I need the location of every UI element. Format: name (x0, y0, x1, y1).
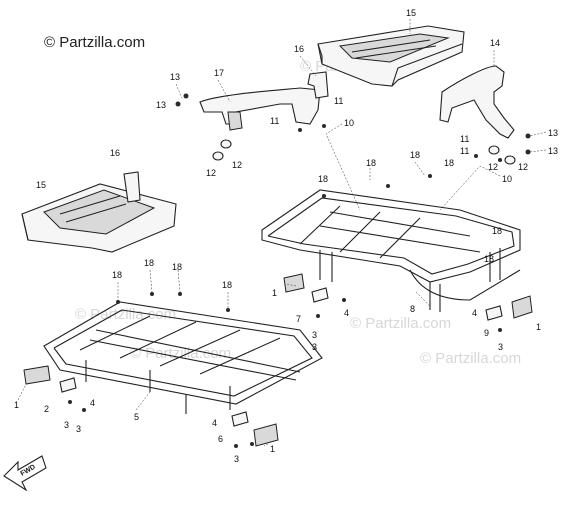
callout-6: 6 (218, 434, 223, 444)
fwd-arrow-icon: FWD (3, 455, 47, 492)
callout-12: 12 (518, 162, 528, 172)
watermark-faint: © Partzilla.com (420, 350, 522, 367)
callout-4: 4 (344, 308, 349, 318)
rack-lower (43, 301, 323, 414)
callout-10: 10 (502, 174, 512, 184)
callout-15: 15 (406, 8, 416, 18)
callout-13: 13 (548, 128, 558, 138)
callout-numbers: 15 16 17 13 13 11 11 10 12 12 14 13 13 1… (14, 8, 558, 464)
callout-13: 13 (548, 146, 558, 156)
callout-13: 13 (156, 100, 166, 110)
callout-3: 3 (498, 342, 503, 352)
reflectors (23, 273, 533, 447)
callout-16: 16 (294, 44, 304, 54)
callout-18: 18 (172, 262, 182, 272)
cargo-cover-left (21, 183, 177, 253)
callout-1: 1 (272, 288, 277, 298)
callout-18: 18 (484, 254, 494, 264)
callout-17: 17 (214, 68, 224, 78)
callout-7: 7 (296, 314, 301, 324)
bracket-top-left (199, 87, 321, 131)
callout-1: 1 (536, 322, 541, 332)
watermark-faint: © Partzilla.com (130, 345, 232, 362)
callout-18: 18 (112, 270, 122, 280)
callout-3: 3 (234, 454, 239, 464)
callout-18: 18 (366, 158, 376, 168)
callout-14: 14 (490, 38, 500, 48)
callout-18: 18 (222, 280, 232, 290)
watermark-faint: © Partzilla.com (75, 306, 177, 323)
bracket-small-left (123, 171, 141, 203)
callout-4: 4 (212, 418, 217, 428)
rack-upper (261, 189, 521, 312)
callout-12: 12 (232, 160, 242, 170)
callout-15: 15 (36, 180, 46, 190)
callout-18: 18 (410, 150, 420, 160)
callout-18: 18 (492, 226, 502, 236)
callout-1: 1 (270, 444, 275, 454)
callout-11: 11 (334, 96, 343, 106)
callout-2: 2 (44, 404, 49, 414)
callout-12: 12 (488, 162, 498, 172)
callout-3: 3 (76, 424, 81, 434)
callout-1: 1 (14, 400, 19, 410)
callout-11: 11 (460, 146, 469, 156)
callout-18: 18 (318, 174, 328, 184)
callout-18: 18 (144, 258, 154, 268)
callout-9: 9 (484, 328, 489, 338)
callout-3: 3 (64, 420, 69, 430)
callout-16: 16 (110, 148, 120, 158)
mount-brackets (59, 287, 503, 427)
callout-10: 10 (344, 118, 354, 128)
callout-12: 12 (206, 168, 216, 178)
callout-5: 5 (134, 412, 139, 422)
bracket-small-top (307, 71, 329, 99)
watermark-main: © Partzilla.com (44, 34, 146, 51)
callout-3: 3 (312, 342, 317, 352)
callout-13: 13 (170, 72, 180, 82)
callout-4: 4 (472, 308, 477, 318)
callout-11: 11 (270, 116, 279, 126)
callout-8: 8 (410, 304, 415, 314)
watermark-faint: © Partzilla.com (350, 315, 452, 332)
callout-11: 11 (460, 134, 469, 144)
leader-lines (17, 19, 547, 447)
cargo-cover-top-right (317, 25, 465, 87)
callout-3: 3 (312, 330, 317, 340)
callout-18: 18 (444, 158, 454, 168)
callout-4: 4 (90, 398, 95, 408)
bracket-top-right (439, 65, 515, 139)
fasteners (68, 93, 531, 448)
